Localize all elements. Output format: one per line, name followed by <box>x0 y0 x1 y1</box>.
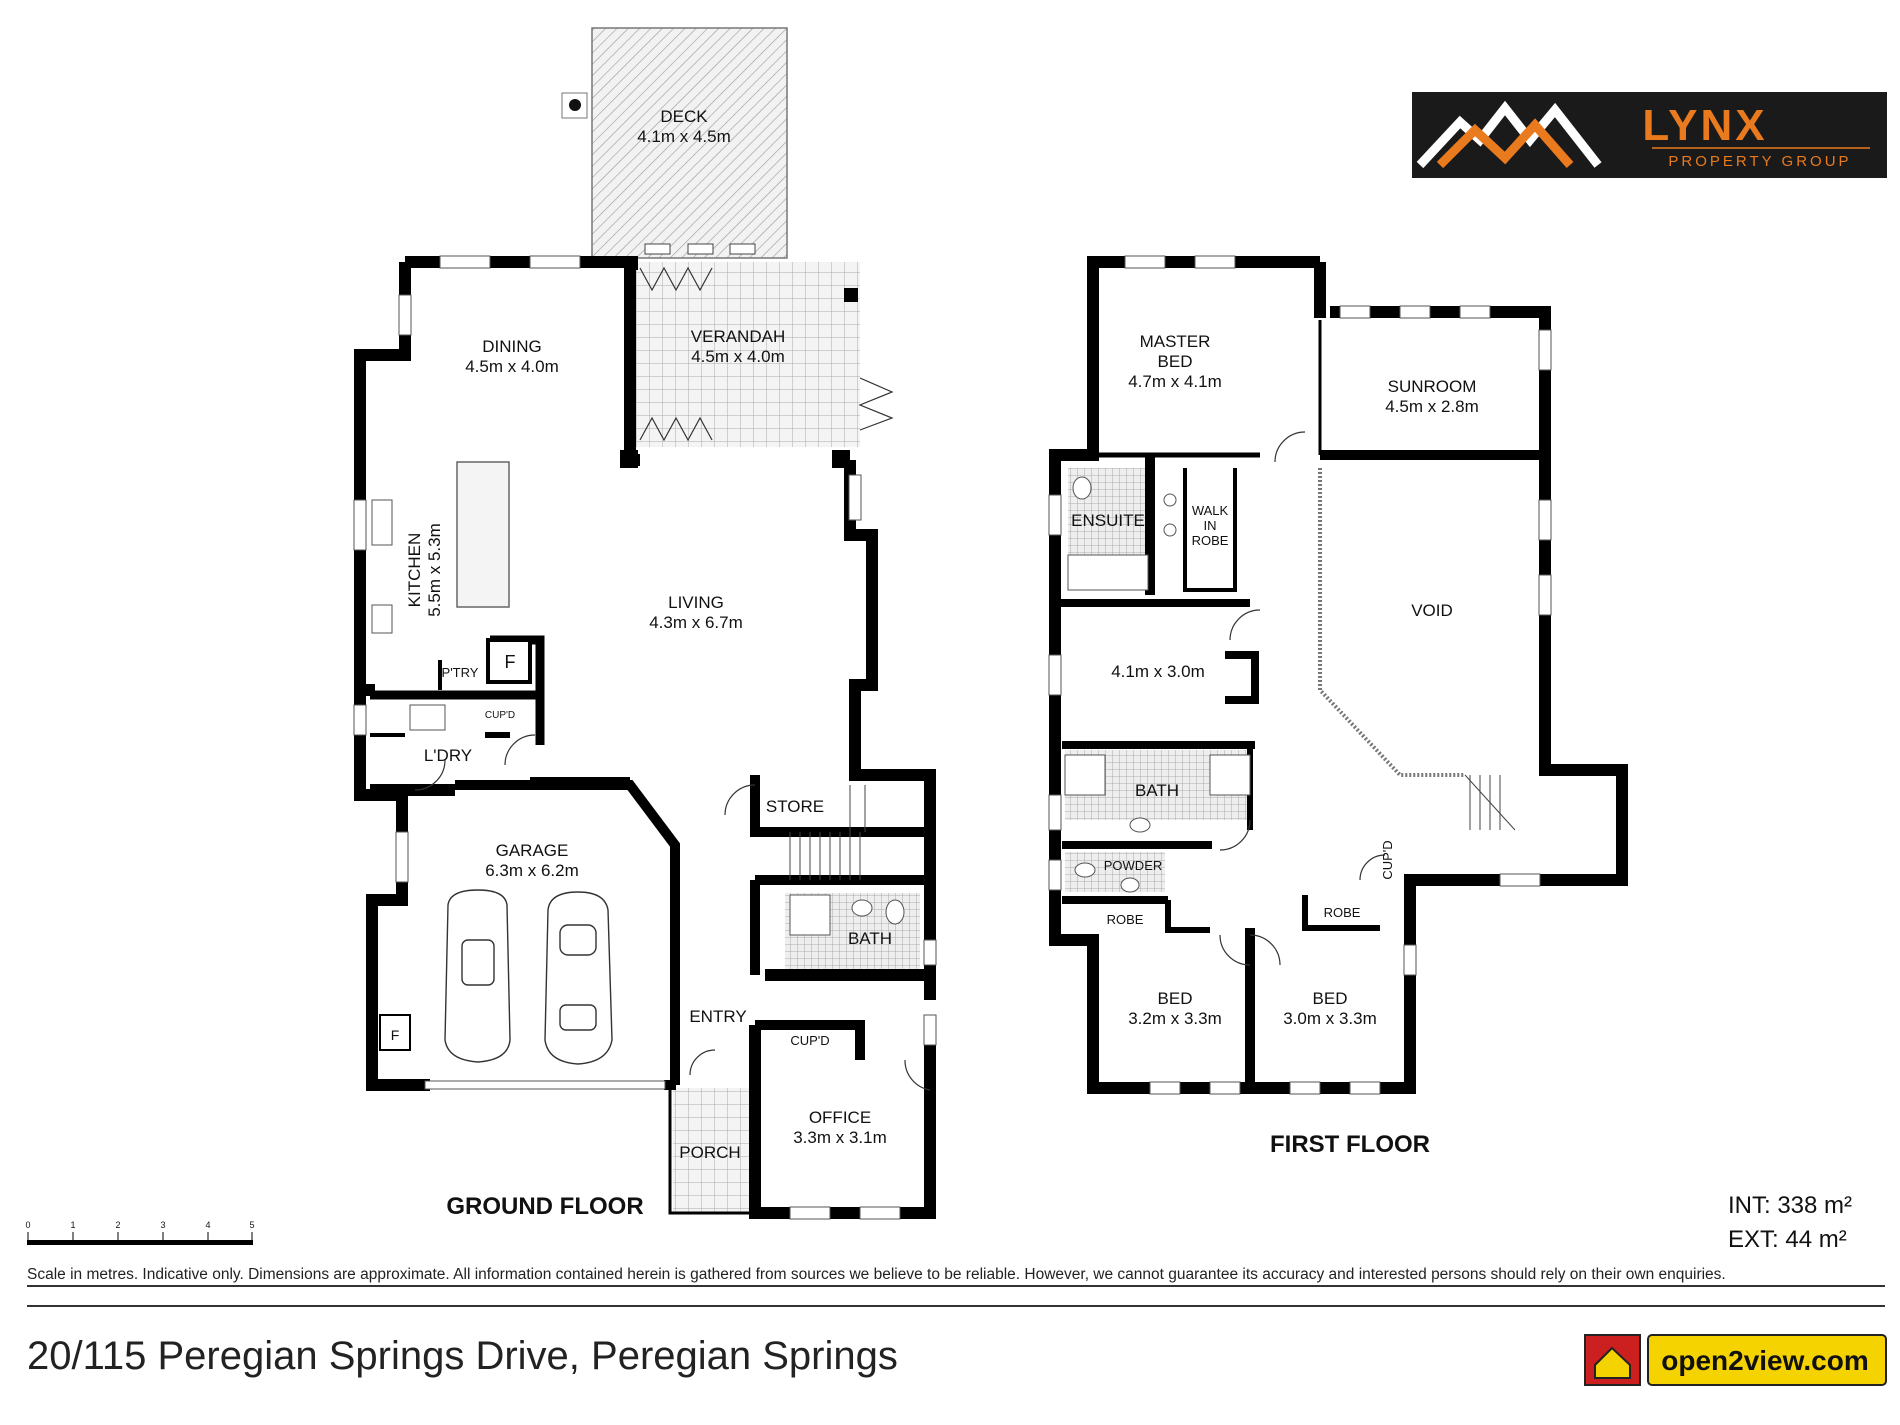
kitchen-dims: 5.5m x 5.3m <box>425 523 444 617</box>
bath-first-label: BATH <box>1135 781 1179 800</box>
bed-2-dims: 3.0m x 3.3m <box>1283 1009 1377 1028</box>
powder-label: POWDER <box>1104 858 1163 873</box>
garage-fridge-label: F <box>391 1027 400 1043</box>
external-area: EXT: 44 m² <box>1728 1226 1847 1253</box>
open2view-text: open2view.com <box>1661 1345 1868 1376</box>
ground-stairs <box>789 785 866 880</box>
ground-doors <box>414 266 931 1091</box>
deck-label: DECK <box>660 107 708 126</box>
wir-label-2: IN <box>1204 518 1217 533</box>
sunroom-dims: 4.5m x 2.8m <box>1385 397 1479 416</box>
ground-floor-title: GROUND FLOOR <box>446 1193 643 1220</box>
lynx-logo: LYNX PROPERTY GROUP <box>1412 92 1887 178</box>
verandah-tiles <box>635 262 860 447</box>
master-dims: 4.7m x 4.1m <box>1128 372 1222 391</box>
divider-top <box>27 1285 1885 1287</box>
dining-label: DINING <box>482 337 542 356</box>
verandah-posts <box>620 256 858 468</box>
ground-windows <box>353 255 937 1220</box>
disclaimer-text: Scale in metres. Indicative only. Dimens… <box>27 1266 1726 1283</box>
ensuite-label: ENSUITE <box>1071 511 1145 530</box>
bed-1-label: BED <box>1158 989 1193 1008</box>
laundry-label: L'DRY <box>424 746 472 765</box>
void-railing <box>1318 468 1465 777</box>
store-label: STORE <box>766 797 824 816</box>
bath-ground-label: BATH <box>848 929 892 948</box>
robe-2-label: ROBE <box>1324 905 1361 920</box>
fridge-label: F <box>505 652 516 672</box>
brand-tagline: PROPERTY GROUP <box>1668 153 1851 170</box>
wir-label-1: WALK <box>1192 503 1229 518</box>
rumpus-dims: 4.1m x 3.0m <box>1111 662 1205 681</box>
internal-area: INT: 338 m² <box>1728 1192 1853 1219</box>
verandah-dims: 4.5m x 4.0m <box>691 347 785 366</box>
living-dims: 4.3m x 6.7m <box>649 613 743 632</box>
bed-2-label: BED <box>1313 989 1348 1008</box>
deck-dims: 4.1m x 4.5m <box>637 127 731 146</box>
pantry-label: P'TRY <box>442 665 479 680</box>
porch-tiles <box>673 1088 749 1213</box>
bed-1-dims: 3.2m x 3.3m <box>1128 1009 1222 1028</box>
scale-tick-4: 4 <box>205 1220 210 1230</box>
ground-floor-plan <box>353 27 937 1220</box>
first-stairs <box>1464 774 1516 831</box>
kitchen-appliances <box>371 499 446 731</box>
scale-tick-5: 5 <box>249 1220 254 1230</box>
master-label-2: BED <box>1158 352 1193 371</box>
cupd-ground-label: CUP'D <box>485 710 515 721</box>
first-windows <box>1048 255 1552 1095</box>
verandah-label: VERANDAH <box>691 327 785 346</box>
office-label: OFFICE <box>809 1108 871 1127</box>
dining-dims: 4.5m x 4.0m <box>465 357 559 376</box>
robe-1-label: ROBE <box>1107 912 1144 927</box>
scale-bar: 0 1 2 3 4 5 <box>25 1220 255 1245</box>
garage-cars <box>444 889 613 1065</box>
scale-tick-2: 2 <box>115 1220 120 1230</box>
sunroom-label: SUNROOM <box>1388 377 1477 396</box>
first-floor-title: FIRST FLOOR <box>1270 1131 1430 1158</box>
first-bath-fixtures <box>1064 476 1251 893</box>
brand-name: LYNX <box>1642 101 1767 150</box>
living-label: LIVING <box>668 593 724 612</box>
kitchen-label: KITCHEN <box>405 533 424 608</box>
master-label-1: MASTER <box>1140 332 1211 351</box>
scale-tick-3: 3 <box>160 1220 165 1230</box>
cupd-office-label: CUP'D <box>790 1033 829 1048</box>
scale-tick-0: 0 <box>25 1220 30 1230</box>
open2view-logo: open2view.com <box>1584 1334 1887 1386</box>
office-dims: 3.3m x 3.1m <box>793 1128 887 1147</box>
garage-dims: 6.3m x 6.2m <box>485 861 579 880</box>
first-doors <box>1219 431 1386 966</box>
property-address: 20/115 Peregian Springs Drive, Peregian … <box>27 1334 898 1378</box>
ground-bath-fixtures <box>789 894 905 936</box>
entry-label: ENTRY <box>689 1007 746 1026</box>
void-label: VOID <box>1411 601 1453 620</box>
wir-label-3: ROBE <box>1192 533 1229 548</box>
first-floor-plan <box>1048 255 1628 1095</box>
kitchen-island <box>456 461 510 608</box>
divider-bottom <box>27 1305 1885 1307</box>
garage-label: GARAGE <box>496 841 569 860</box>
scale-tick-1: 1 <box>70 1220 75 1230</box>
porch-label: PORCH <box>679 1143 740 1162</box>
deck-area <box>591 27 788 259</box>
room-labels: DECK 4.1m x 4.5m DINING 4.5m x 4.0m VERA… <box>391 107 1479 1220</box>
cupd-first-label: CUP'D <box>1380 840 1395 879</box>
